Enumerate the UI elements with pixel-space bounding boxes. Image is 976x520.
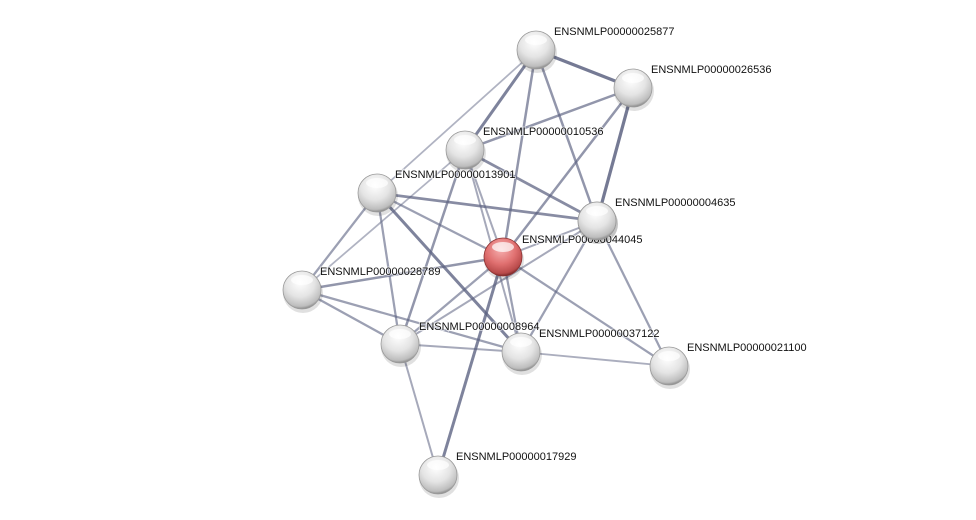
- node-37122[interactable]: [501, 332, 542, 375]
- edge-10536-28789[interactable]: [301, 149, 466, 291]
- edge-13901-4635[interactable]: [376, 191, 598, 223]
- edge-28789-37122[interactable]: [301, 288, 522, 354]
- node-label-8964: ENSNMLP00000008964: [419, 321, 539, 333]
- edge-44045-21100[interactable]: [502, 256, 670, 367]
- node-label-37122: ENSNMLP00000037122: [539, 328, 659, 340]
- node-label-44045: ENSNMLP00000044045: [522, 234, 642, 246]
- node-26536[interactable]: [613, 68, 654, 111]
- node-label-13901: ENSNMLP00000013901: [395, 169, 515, 181]
- edge-13901-37122[interactable]: [375, 191, 523, 354]
- edge-4635-21100[interactable]: [595, 220, 671, 367]
- node-label-10536: ENSNMLP00000010536: [483, 126, 603, 138]
- edge-44045-28789[interactable]: [301, 255, 504, 292]
- edge-25877-4635[interactable]: [534, 49, 599, 222]
- edge-37122-21100[interactable]: [520, 351, 670, 367]
- node-44045[interactable]: [483, 237, 524, 280]
- edge-44045-8964[interactable]: [399, 256, 504, 345]
- edge-8964-17929[interactable]: [399, 343, 439, 476]
- edge-10536-8964[interactable]: [398, 149, 467, 345]
- edge-13901-44045[interactable]: [376, 191, 504, 259]
- edge-26536-10536[interactable]: [464, 86, 634, 152]
- edge-8964-37122[interactable]: [399, 343, 522, 353]
- edge-13901-28789[interactable]: [301, 192, 378, 291]
- node-4635-overlay[interactable]: [577, 201, 618, 244]
- edge-26536-44045[interactable]: [502, 87, 634, 258]
- edge-25877-10536[interactable]: [463, 49, 538, 151]
- nodes-layer: [282, 30, 690, 498]
- edge-4635-8964[interactable]: [399, 220, 598, 345]
- node-8964[interactable]: [380, 324, 421, 367]
- edge-25877-13901[interactable]: [376, 49, 537, 194]
- node-label-4635: ENSNMLP00000004635: [615, 197, 735, 209]
- node-21100[interactable]: [649, 346, 690, 389]
- edge-10536-4635[interactable]: [464, 148, 598, 223]
- node-label-28789: ENSNMLP00000028789: [320, 266, 440, 278]
- node-label-21100: ENSNMLP00000021100: [687, 342, 807, 354]
- node-13901[interactable]: [357, 173, 398, 216]
- node-28789[interactable]: [282, 270, 323, 313]
- edge-44045-17929[interactable]: [436, 256, 505, 476]
- node-17929[interactable]: [418, 455, 459, 498]
- edge-13901-8964[interactable]: [375, 192, 402, 345]
- edge-25877-44045[interactable]: [501, 49, 538, 258]
- edge-4635-37122[interactable]: [520, 220, 598, 353]
- labels-layer: ENSNMLP00000025877ENSNMLP00000026536ENSN…: [319, 25, 808, 464]
- node-label-17929: ENSNMLP00000017929: [456, 451, 576, 463]
- node-label-26536: ENSNMLP00000026536: [651, 64, 771, 76]
- overlay-layer: [577, 201, 618, 244]
- node-10536[interactable]: [445, 130, 486, 173]
- edge-26536-4635[interactable]: [595, 87, 635, 222]
- node-25877[interactable]: [516, 30, 557, 73]
- node-label-25877: ENSNMLP00000025877: [554, 26, 674, 38]
